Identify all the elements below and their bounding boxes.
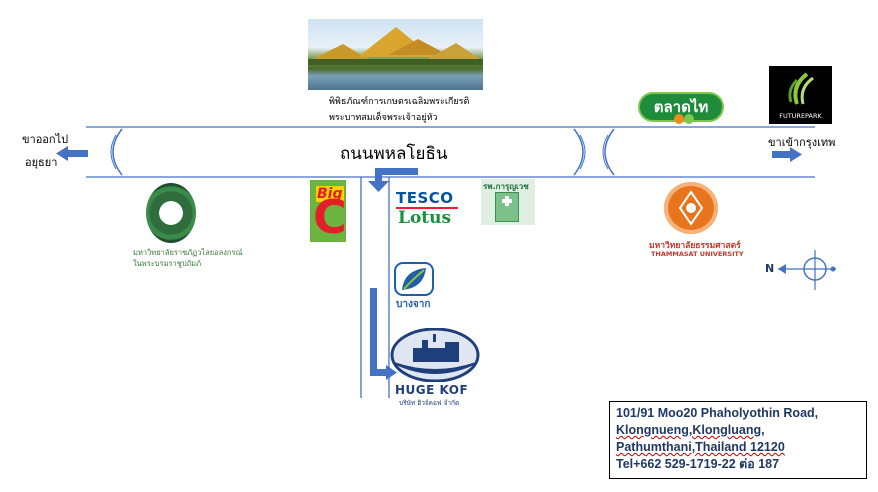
direction-left-line2: อยุธยา — [25, 156, 58, 169]
bangchak-leaf-icon — [394, 262, 434, 296]
hugekof-text: HUGE KOF — [395, 383, 469, 397]
arrow-turn-down — [368, 181, 389, 192]
arrow-left — [56, 146, 68, 161]
museum-label-line1: พิพิธภัณฑ์การเกษตรเฉลิมพระเกียรติ — [329, 97, 470, 107]
address-line2: Klongnueng,Klongluang, — [616, 423, 765, 437]
bangchak-logo: บางจาก — [394, 262, 434, 310]
u-turn-left-inner — [110, 134, 117, 170]
u-turn-left-outer — [112, 128, 123, 176]
talad-thai-fruit-icon — [674, 114, 684, 124]
bangchak-text: บางจาก — [396, 299, 431, 310]
future-park-swirl-icon — [788, 72, 814, 105]
address-box: 101/91 Moo20 Phaholyothin Road, Klongnue… — [609, 401, 867, 479]
talad-thai-leaf-icon — [684, 114, 694, 124]
hugekof-thai-text: บริษัท ฮิวจ์คอฟ จำกัด — [399, 399, 460, 407]
big-c-logo: Big C — [310, 180, 346, 242]
tesco-stripe — [396, 207, 458, 209]
arrow-right — [790, 147, 802, 162]
thammasat-logo — [664, 182, 718, 234]
direction-right: ขาเข้ากรุงเทพ — [768, 136, 836, 149]
rajabhat-label-line2: ในพระบรมราชูปถัมภ์ — [133, 259, 202, 268]
big-c-small-text: Big — [316, 186, 344, 202]
address-line1: 101/91 Moo20 Phaholyothin Road, — [616, 406, 819, 420]
hugekof-factory-icon — [390, 327, 480, 383]
compass-icon — [778, 250, 836, 290]
tesco-text: TESCO — [396, 189, 454, 207]
hospital-text: รพ.การุญเวช — [483, 182, 529, 191]
arrow-to-hugekof — [386, 365, 397, 380]
future-park-logo: FUTUREPARK — [769, 66, 832, 124]
u-turn-right-1 — [573, 128, 584, 176]
u-turn-right-3 — [604, 128, 615, 176]
tesco-lotus-logo: TESCO Lotus — [396, 189, 462, 233]
museum-photo — [308, 19, 483, 90]
hospital-building-icon — [495, 192, 519, 222]
direction-left-line1: ขาออกไป — [22, 133, 69, 146]
karunvej-hospital-logo: รพ.การุญเวช — [481, 179, 535, 225]
u-turn-right-4 — [602, 134, 609, 170]
address-line3: Pathumthani,Thailand 12120 — [616, 440, 785, 454]
thammasat-label-th: มหาวิทยาลัยธรรมศาสตร์ — [649, 241, 741, 251]
compass-north-label: N — [765, 262, 775, 275]
museum-label-line2: พระบาทสมเด็จพระเจ้าอยู่หัว — [329, 113, 438, 123]
hugekof-logo: HUGE KOF บริษัท ฮิวจ์คอฟ จำกัด — [389, 327, 481, 408]
address-line4: Tel+662 529-1719-22 ต่อ 187 — [616, 457, 780, 471]
thammasat-crest-icon — [678, 190, 704, 226]
rajabhat-label-line1: มหาวิทยาลัยราชภัฏวไลยอลงกรณ์ — [133, 248, 243, 257]
lotus-text: Lotus — [398, 208, 452, 228]
big-c-letter: C — [313, 190, 346, 242]
road-name: ถนนพหลโยธิน — [340, 144, 448, 164]
rajabhat-logo — [146, 183, 196, 243]
future-park-text: FUTUREPARK — [779, 112, 822, 120]
u-turn-right-2 — [579, 134, 586, 170]
talad-thai-text: ตลาดไท — [653, 98, 709, 116]
talad-thai-logo: ตลาดไท — [638, 92, 724, 122]
thammasat-label-en: THAMMASAT UNIVERSITY — [651, 250, 744, 258]
